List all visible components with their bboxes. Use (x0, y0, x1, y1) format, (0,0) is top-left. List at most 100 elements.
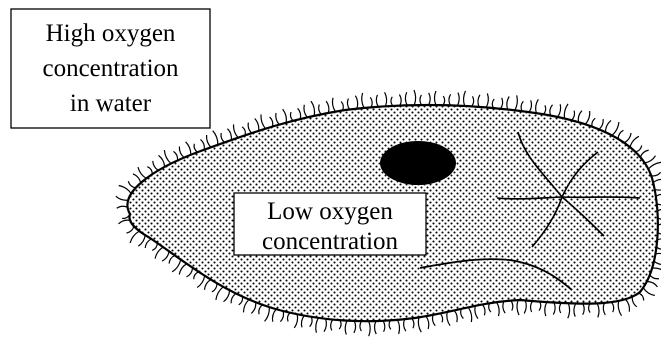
cilium (119, 186, 132, 194)
cilium (138, 167, 146, 178)
cilium (301, 316, 304, 328)
cilium (147, 167, 152, 175)
cilium (440, 314, 443, 323)
cilium (354, 321, 356, 333)
cilium (482, 305, 485, 316)
cilium (145, 239, 151, 248)
cilium (635, 146, 641, 152)
cilium (212, 283, 217, 292)
cilium (341, 102, 343, 111)
cilium (572, 111, 575, 121)
cilium (319, 105, 322, 115)
cilium (517, 300, 519, 315)
cilium (426, 316, 429, 329)
cilium (585, 111, 589, 124)
high-oxygen-label-line2: concentration (42, 55, 179, 82)
cilium (251, 302, 255, 313)
cilium (360, 321, 362, 331)
cilium (324, 319, 326, 332)
cilium (583, 304, 585, 315)
cilium (280, 311, 283, 322)
cilium (116, 196, 128, 200)
cilium (418, 317, 421, 332)
cilium (298, 108, 301, 119)
cilium (227, 129, 231, 140)
high-oxygen-label-line1: High oxygen (46, 20, 176, 47)
cilium (618, 130, 623, 139)
cilium (606, 120, 612, 132)
cilium (414, 90, 416, 105)
cilium (589, 304, 591, 313)
cilium (501, 98, 503, 109)
cilium (173, 151, 177, 160)
low-oxygen-label-box: Low oxygen concentration (234, 193, 426, 255)
cilium (449, 94, 451, 105)
cilium (574, 304, 576, 317)
cilium (172, 260, 181, 272)
cilium (130, 231, 139, 243)
cilium (653, 179, 661, 182)
cilium (159, 155, 165, 167)
cilium (492, 99, 494, 108)
cilium (599, 119, 603, 129)
cilium (475, 306, 478, 319)
cilium (153, 161, 159, 171)
cilium (355, 96, 357, 109)
cilium (612, 122, 619, 135)
cilium (391, 97, 393, 106)
cilium (164, 150, 171, 164)
cilium (259, 305, 263, 314)
cilium (117, 206, 128, 208)
cilium (429, 93, 431, 105)
cilium (545, 302, 547, 316)
cilium (645, 156, 656, 163)
cilium (651, 172, 660, 176)
cilium (650, 275, 659, 279)
cilium (270, 117, 273, 127)
cilium (486, 93, 488, 107)
cilium (162, 251, 169, 261)
cilium (370, 97, 372, 107)
cilium (550, 105, 553, 116)
cilium (458, 93, 460, 106)
cilium (630, 136, 639, 147)
cilium (179, 147, 184, 158)
cilium (478, 95, 480, 107)
cilium (640, 150, 648, 157)
cilium (294, 314, 297, 328)
cilium (529, 100, 531, 112)
cilium (326, 101, 329, 113)
high-oxygen-label-line3: in water (70, 90, 152, 117)
cilium (468, 307, 471, 322)
cilium (624, 133, 631, 143)
cilium (287, 313, 290, 322)
cilium (311, 101, 315, 116)
cilium (464, 91, 466, 106)
cilium (397, 320, 399, 334)
cilium (568, 303, 570, 318)
nucleus (380, 141, 456, 185)
cilium (405, 92, 407, 105)
cilium (213, 131, 218, 145)
cilium (432, 315, 435, 326)
cilium (375, 321, 377, 334)
cilium (339, 320, 341, 329)
cilium (643, 288, 655, 296)
cilium (539, 302, 541, 311)
cilium (369, 321, 371, 336)
cilium (383, 321, 385, 332)
cilium (559, 303, 561, 313)
cilium (389, 320, 391, 329)
cilium (152, 243, 157, 250)
cilium (603, 303, 605, 315)
cilium (434, 91, 436, 105)
cilium (332, 98, 335, 112)
cilium (221, 133, 225, 142)
cilium (553, 303, 555, 315)
cilium (119, 220, 131, 224)
cilium (265, 307, 270, 321)
cilium (224, 290, 230, 302)
cilium (187, 268, 193, 277)
cilium (472, 96, 474, 106)
cilium (186, 142, 191, 155)
